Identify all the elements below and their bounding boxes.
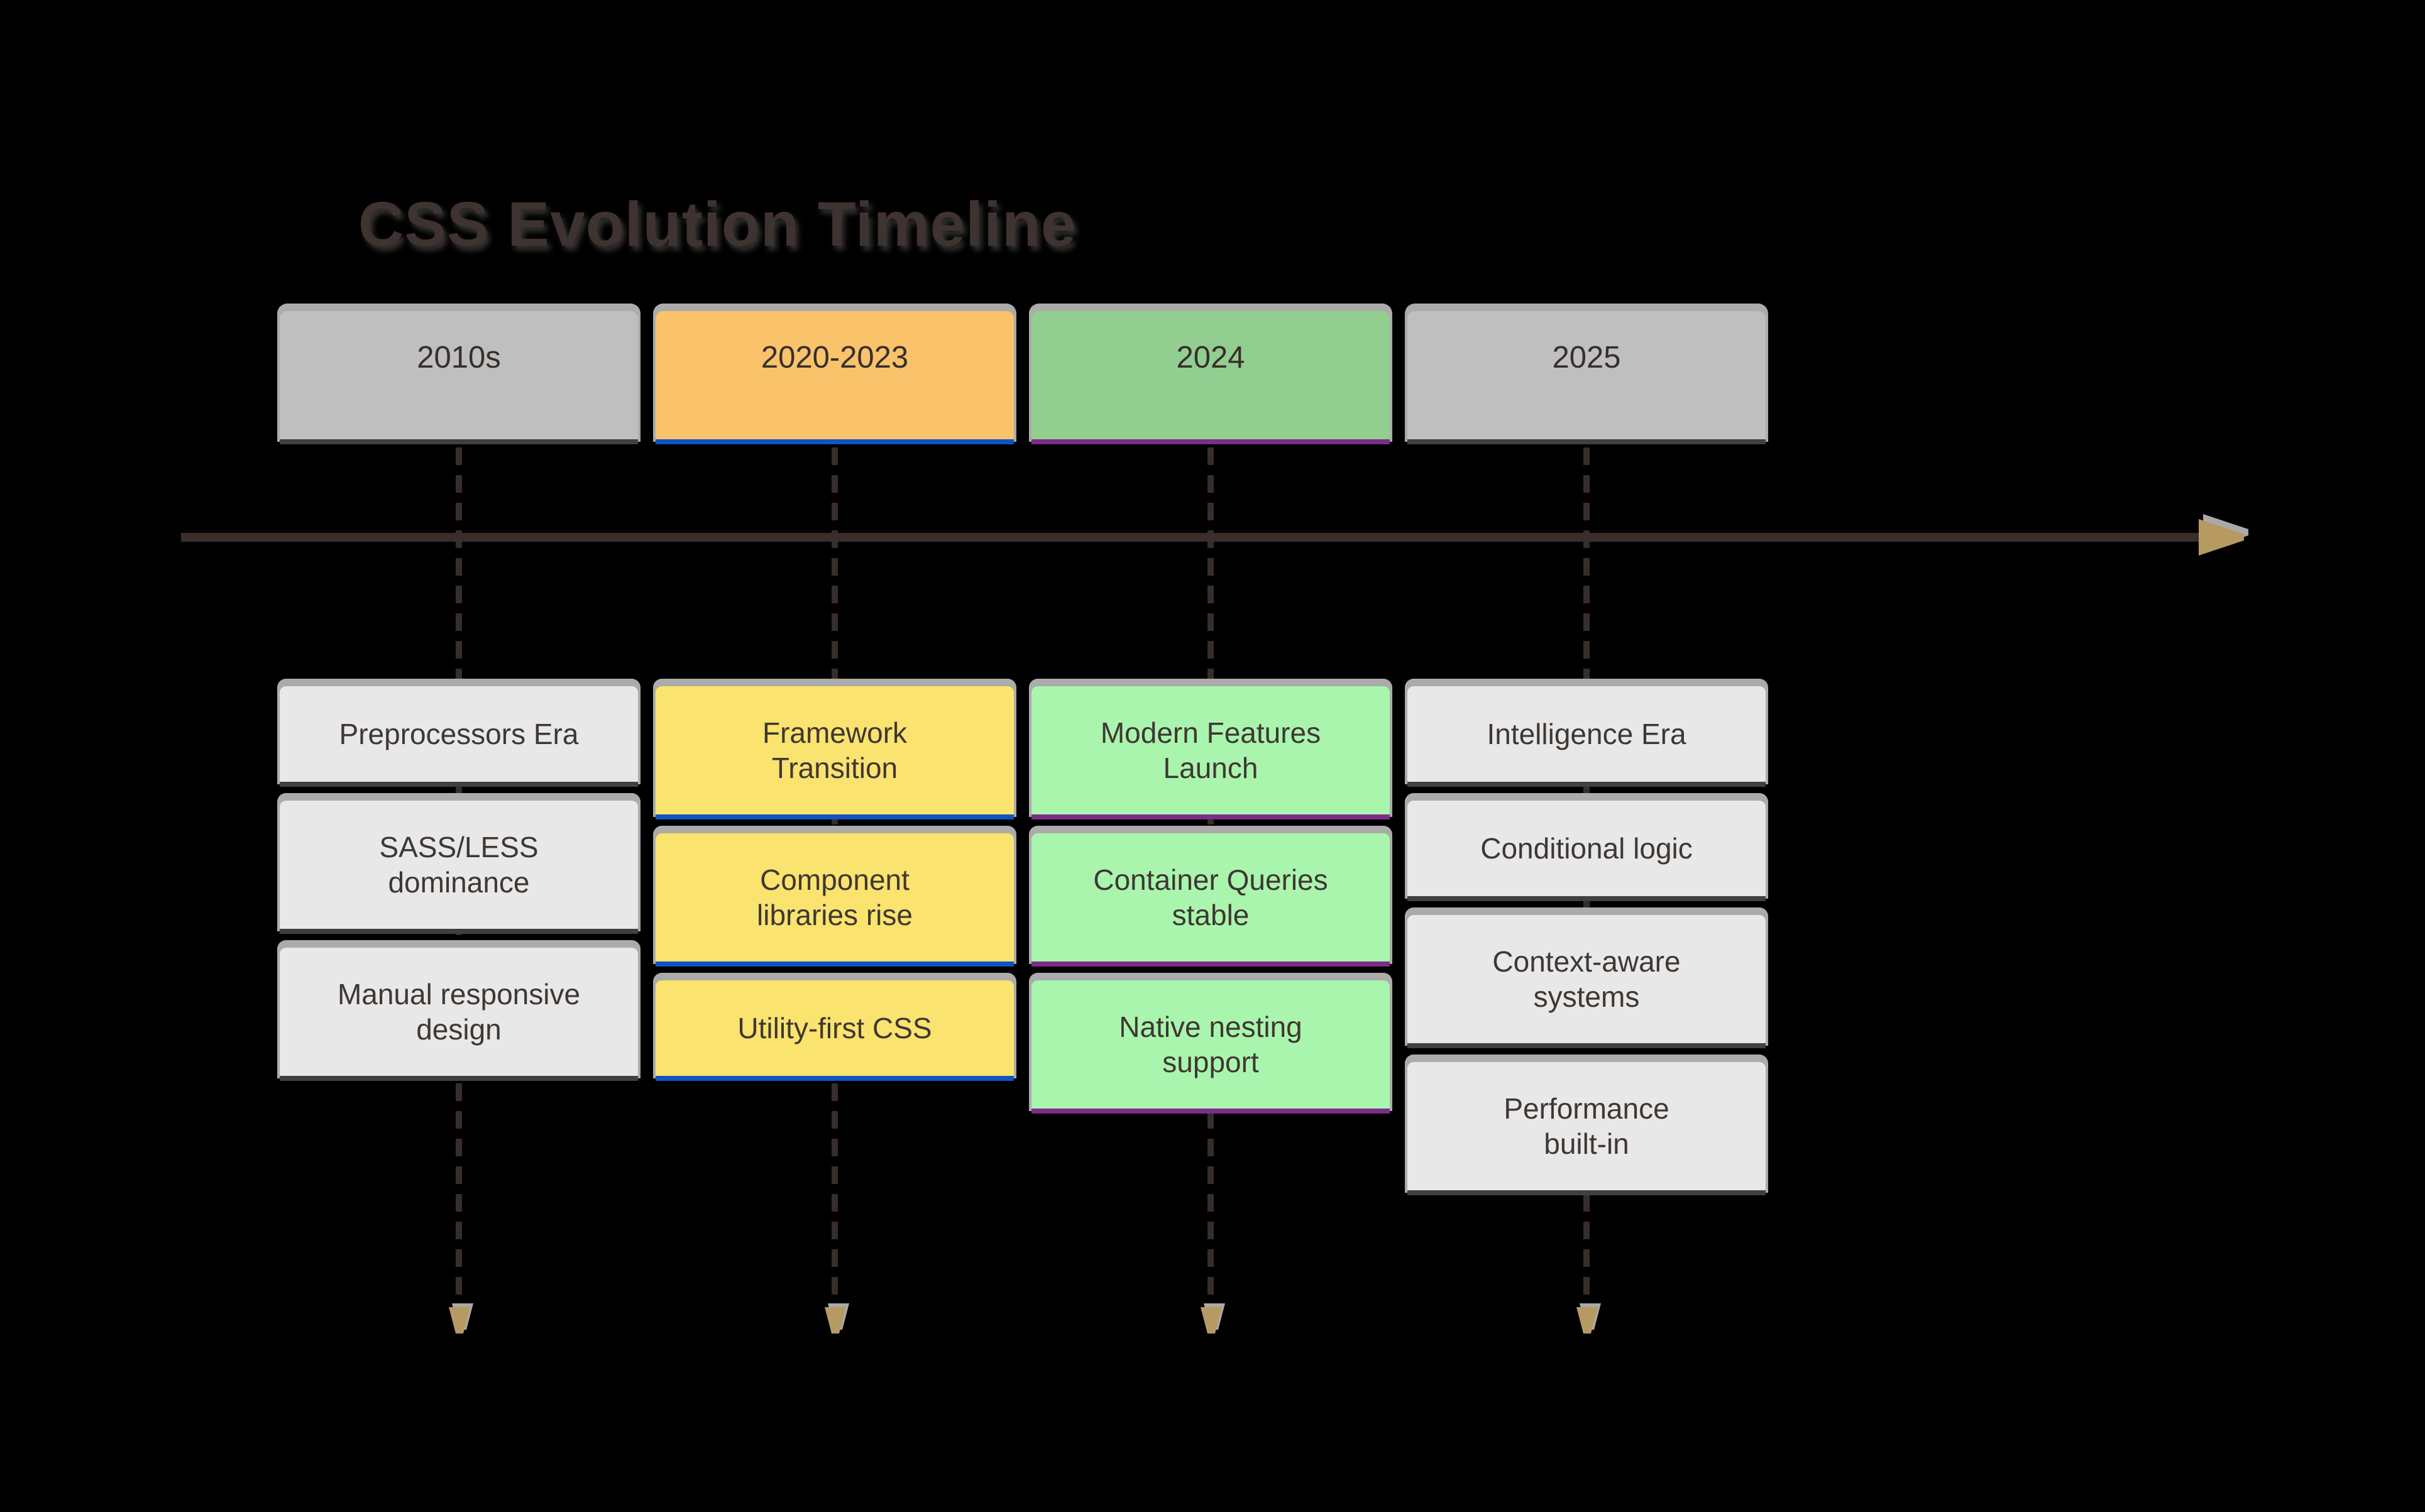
event-label: Native nesting support: [1119, 1010, 1302, 1078]
event-label: Framework Transition: [762, 716, 908, 784]
event-label: Context-aware systems: [1492, 945, 1681, 1013]
event-label: Performance built-in: [1504, 1092, 1669, 1160]
event-card: Component libraries rise: [656, 833, 1014, 967]
event-card: Manual responsive design: [280, 948, 638, 1081]
event-label: Manual responsive design: [337, 977, 581, 1046]
period-label: 2020-2023: [761, 341, 909, 375]
event-card: Performance built-in: [1407, 1062, 1766, 1195]
event-card: Native nesting support: [1031, 980, 1390, 1114]
down-arrowhead-icon: [1201, 1303, 1225, 1334]
event-card: Context-aware systems: [1407, 915, 1766, 1048]
down-arrowhead-icon: [1576, 1303, 1601, 1334]
events-column-2024: Modern Features Launch Container Queries…: [1031, 686, 1390, 1114]
period-label: 2010s: [417, 341, 501, 375]
down-arrowhead-icon: [825, 1303, 849, 1334]
event-card: Preprocessors Era: [280, 686, 638, 787]
event-card: Intelligence Era: [1407, 686, 1766, 787]
event-card: Utility-first CSS: [656, 980, 1014, 1081]
event-card: SASS/LESS dominance: [280, 801, 638, 934]
event-label: Component libraries rise: [757, 863, 913, 931]
event-label: Preprocessors Era: [339, 717, 579, 750]
down-arrowhead-icon: [449, 1303, 473, 1334]
event-card: Framework Transition: [656, 686, 1014, 819]
events-column-2025: Intelligence Era Conditional logic Conte…: [1407, 686, 1766, 1195]
period-box-2010s: 2010s: [280, 311, 638, 444]
event-label: SASS/LESS dominance: [379, 830, 539, 899]
period-box-2025: 2025: [1407, 311, 1766, 444]
period-label: 2024: [1176, 341, 1245, 375]
event-label: Conditional logic: [1480, 831, 1693, 865]
event-label: Modern Features Launch: [1100, 716, 1321, 784]
events-column-2020-2023: Framework Transition Component libraries…: [656, 686, 1014, 1081]
event-label: Utility-first CSS: [737, 1011, 932, 1044]
period-box-2020-2023: 2020-2023: [656, 311, 1014, 444]
axis-arrowhead-icon: [2199, 514, 2248, 556]
event-card: Container Queries stable: [1031, 833, 1390, 967]
period-box-2024: 2024: [1031, 311, 1390, 444]
event-card: Conditional logic: [1407, 801, 1766, 901]
diagram-title: CSS Evolution Timeline: [358, 189, 1077, 260]
period-label: 2025: [1552, 341, 1621, 375]
event-label: Intelligence Era: [1487, 717, 1686, 750]
time-axis-line: [181, 533, 2203, 542]
event-card: Modern Features Launch: [1031, 686, 1390, 819]
event-label: Container Queries stable: [1093, 863, 1328, 931]
events-column-2010s: Preprocessors Era SASS/LESS dominance Ma…: [280, 686, 638, 1081]
